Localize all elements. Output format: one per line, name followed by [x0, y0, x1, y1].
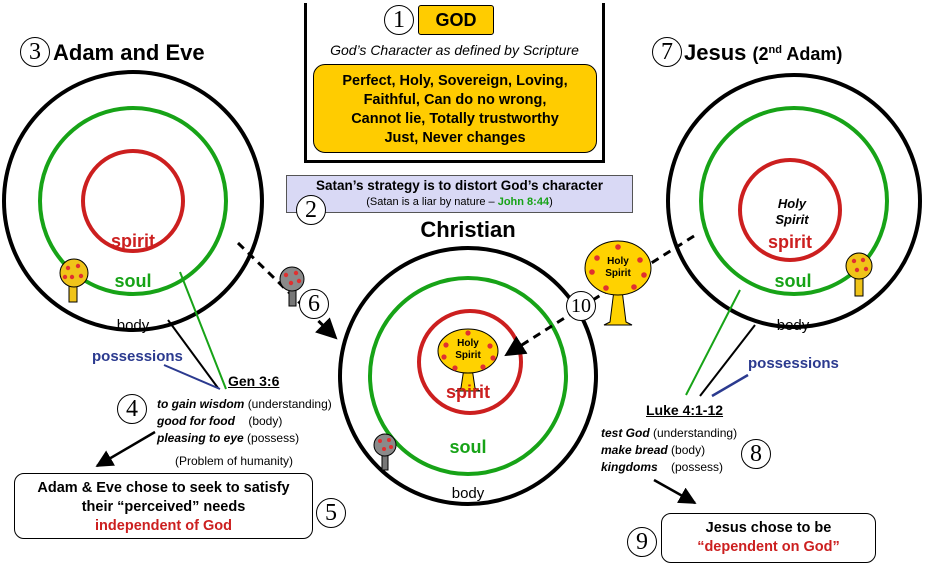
christian-holy-spirit-label: Holy Spirit — [455, 338, 481, 361]
christian-circles — [338, 246, 598, 506]
adam-choice-box: Adam & Eve chose to seek to satisfy thei… — [14, 473, 313, 539]
number-7-badge: 7 — [652, 37, 682, 67]
gen-item: good for food (body) — [157, 414, 283, 428]
number-6-badge: 6 — [299, 289, 329, 319]
grey-tree-icon — [279, 266, 305, 307]
gen-item: to gain wisdom (understanding) — [157, 397, 332, 411]
number-2-badge: 2 — [296, 195, 326, 225]
number-3-badge: 3 — [20, 37, 50, 67]
jesus-choice-line: Jesus chose to be — [705, 520, 832, 536]
jesus-spirit-ring — [738, 158, 842, 262]
adam-spirit-label: spirit — [110, 231, 155, 251]
luke-item: make bread (body) — [601, 443, 706, 457]
adam-soul-connector — [179, 271, 227, 390]
luke-reference: Luke 4:1-12 — [646, 402, 724, 418]
adam-possessions-label: possessions — [92, 348, 183, 365]
holy-spirit-tree-label: Holy Spirit — [605, 256, 631, 279]
adam-tree-icon — [59, 258, 89, 303]
christian-title: Christian — [420, 217, 516, 242]
adam-title: Adam and Eve — [53, 40, 205, 65]
god-badge: GOD — [418, 5, 494, 35]
satan-strategy-box: Satan’s strategy is to distort God’s cha… — [286, 175, 633, 213]
jesus-possessions-connector — [711, 373, 749, 398]
adam-soul-label: soul — [114, 271, 152, 291]
christian-body-ring — [338, 246, 598, 506]
gen-reference: Gen 3:6 — [228, 373, 280, 389]
satan-strategy-line: Satan’s strategy is to distort God’s cha… — [315, 178, 604, 193]
number-8-badge: 8 — [741, 439, 771, 469]
adam-possessions-connector — [163, 364, 221, 390]
satan-liar-suffix: ) — [549, 196, 553, 208]
number-4-badge: 4 — [117, 394, 147, 424]
adam-choice-emphasis: independent of God — [95, 518, 232, 534]
jesus-choice-box: Jesus chose to be “dependent on God” — [661, 513, 876, 563]
christian-soul-label: soul — [449, 437, 487, 457]
arrow-adam-to-christian — [236, 241, 338, 340]
jesus-possessions-label: possessions — [748, 355, 839, 372]
number-5-badge: 5 — [316, 498, 346, 528]
god-attribute-line: Perfect, Holy, Sovereign, Loving, — [342, 73, 568, 89]
god-attribute-line: Just, Never changes — [384, 130, 526, 146]
jesus-choice-emphasis: “dependent on God” — [697, 539, 840, 555]
jesus-title: Jesus (2nd Adam) — [684, 40, 843, 65]
jesus-soul-ring — [699, 106, 889, 296]
god-attribute-line: Cannot lie, Totally trustworthy — [351, 111, 559, 127]
jesus-holy-spirit-label: Holy Spirit — [775, 196, 809, 227]
jesus-spirit-label: spirit — [767, 232, 812, 252]
adam-spirit-ring — [81, 149, 185, 253]
arrow-gen-to-choice — [95, 430, 156, 468]
christian-spirit-label: spirit — [445, 382, 490, 402]
luke-item: test God (understanding) — [601, 426, 738, 440]
gen-temptations: to gain wisdom (understanding) good for … — [157, 396, 332, 447]
christian-soul-ring — [368, 276, 568, 476]
adam-body-ring — [2, 70, 264, 332]
grey-tree-small-icon — [373, 433, 397, 471]
adam-soul-ring — [38, 106, 228, 296]
luke-item: kingdoms (possess) — [601, 460, 724, 474]
gen-item: pleasing to eye (possess) — [157, 431, 300, 445]
adam-choice-line: their “perceived” needs — [81, 499, 246, 515]
jesus-tree-icon — [845, 252, 873, 297]
problem-of-humanity: (Problem of humanity) — [175, 454, 294, 468]
satan-liar-prefix: (Satan is a liar by nature – — [366, 196, 498, 208]
jesus-body-label: body — [776, 317, 810, 334]
jesus-soul-label: soul — [774, 271, 812, 291]
holy-spirit-tree-small-icon — [437, 328, 499, 392]
satan-liar-line: (Satan is a liar by nature – John 8:44) — [287, 195, 632, 210]
god-attribute-line: Faithful, Can do no wrong, — [363, 92, 547, 108]
christian-body-label: body — [451, 485, 485, 502]
jesus-body-connector — [699, 324, 756, 397]
jesus-circles — [666, 73, 922, 329]
holy-spirit-tree-large-icon — [584, 240, 652, 326]
jesus-soul-connector — [685, 289, 741, 396]
john-ref: John 8:44 — [497, 196, 550, 208]
adam-circles — [2, 70, 264, 332]
jesus-body-ring — [666, 73, 922, 329]
god-attributes-box: Perfect, Holy, Sovereign, Loving, Faithf… — [313, 64, 597, 153]
adam-body-label: body — [116, 317, 150, 334]
arrow-jesus-to-christian — [504, 234, 695, 357]
number-9-badge: 9 — [627, 527, 657, 557]
number-1-badge: 1 — [384, 5, 414, 35]
christian-spirit-ring — [417, 309, 523, 415]
luke-temptations: test God (understanding) make bread (bod… — [601, 425, 737, 476]
number-10-badge: 10 — [566, 291, 596, 321]
god-subtitle: God’s Character as defined by Scripture — [330, 42, 579, 58]
arrow-luke-to-choice — [653, 478, 697, 505]
adam-choice-line: Adam & Eve chose to seek to satisfy — [37, 480, 290, 496]
adam-body-connector — [167, 319, 219, 389]
